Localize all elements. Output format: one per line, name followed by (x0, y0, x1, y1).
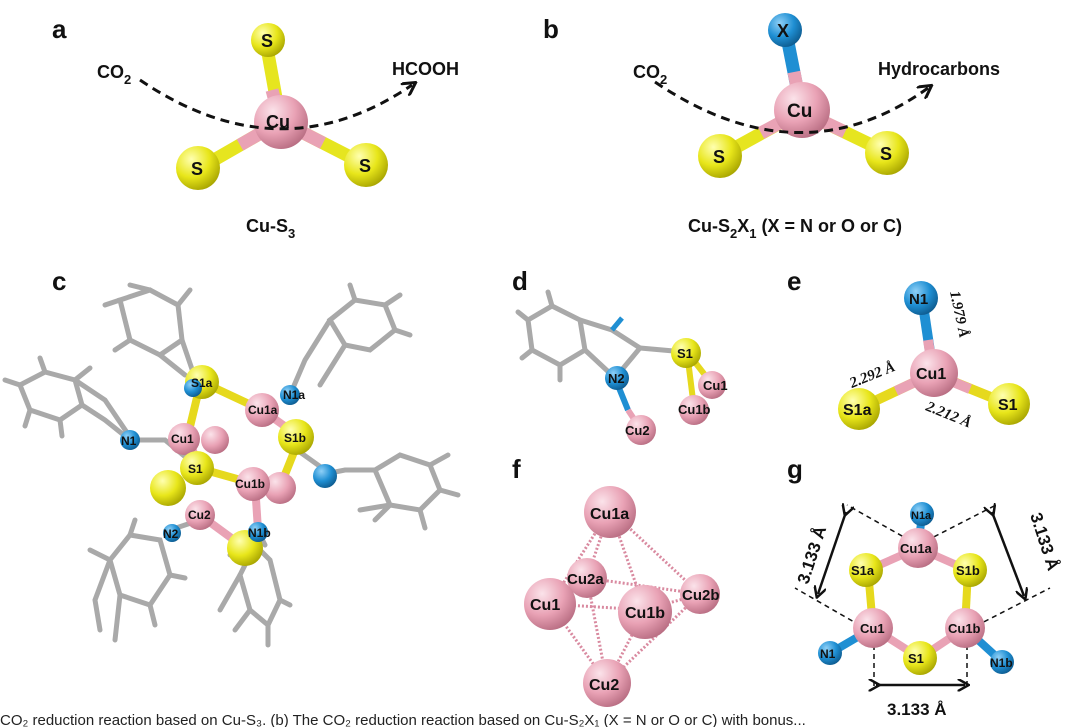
ligand-framework (2, 282, 461, 648)
panel-d: d S1 N2 Cu1 Cu1b Cu2 (512, 266, 728, 445)
atom-label: Cu2 (625, 423, 650, 438)
panel-label-a: a (52, 14, 67, 44)
atom-label: Cu2a (567, 571, 604, 588)
atom-label: N1b (990, 656, 1013, 670)
atom-label: N1b (248, 526, 271, 540)
atom-s-right (344, 143, 388, 187)
atom-s-right (865, 131, 909, 175)
panel-label-g: g (787, 454, 803, 484)
atom-label: X (777, 21, 789, 41)
cluster-core (120, 365, 337, 566)
atom-label: S (880, 144, 892, 164)
atom-label: Cu1 (530, 597, 560, 614)
atom-cu-center (774, 82, 830, 138)
atom-label: Cu1 (703, 378, 728, 393)
panel-c: c (2, 266, 461, 648)
atom-label: N1 (121, 434, 137, 448)
atom-label: S1a (191, 376, 213, 390)
atom-label: S1 (677, 346, 693, 361)
reactant-label: CO2 (97, 62, 131, 87)
bond-length: 1.979 Å (946, 290, 972, 340)
distance-label: 3.133 Å (887, 700, 947, 719)
atom-label: S1b (284, 431, 306, 445)
atom-label: N2 (608, 371, 625, 386)
atom-s-left (698, 134, 742, 178)
atom-x-top (768, 13, 802, 47)
atom-label: S1 (188, 462, 203, 476)
atom-label: S1a (851, 563, 875, 578)
atom-label: Cu1a (590, 506, 629, 523)
atom-label: S (713, 147, 725, 167)
atom-label: Cu (266, 112, 290, 132)
product-label: HCOOH (392, 59, 459, 79)
atom-s1 (988, 383, 1030, 425)
caption-fragment: CO₂ reduction reaction based on Cu-S₃. (… (0, 712, 806, 727)
reaction-arrow (654, 80, 928, 134)
atom-label: Cu (787, 101, 812, 122)
atom-label: N1 (909, 291, 928, 308)
atom-label: S (191, 159, 203, 179)
atom-cu-center (254, 95, 308, 149)
distance-label: 3.133 Å (1026, 510, 1062, 573)
atom-label: Cu2 (188, 508, 211, 522)
atom-label: N1 (820, 647, 836, 661)
bond-length: 2.212 Å (923, 398, 974, 431)
atom-s-top (251, 23, 285, 57)
atom-label: Cu1b (625, 605, 665, 622)
atom-label: Cu1b (948, 621, 981, 636)
atom-label: Cu1a (248, 403, 278, 417)
atom-label: S (359, 156, 371, 176)
formula-label: Cu-S3 (246, 216, 295, 241)
ligand-framework (515, 289, 688, 383)
panel-b: b X Cu S S CO2 Hydrocarbons Cu-S2X1 (X =… (543, 13, 1000, 241)
panel-e: e N1 Cu1 S1a S1 1.979 Å 2.292 Å 2.212 Å (787, 266, 1030, 432)
atom-n1 (904, 281, 938, 315)
measure-arrows (818, 512, 1024, 685)
formula-label: Cu-S2X1 (X = N or O or C) (688, 216, 902, 241)
reactant-label: CO2 (633, 62, 667, 87)
atom-label: Cu2 (589, 677, 619, 694)
atom-label: Cu1b (678, 402, 711, 417)
atom-label: S1 (908, 651, 924, 666)
atom-label: N1a (283, 388, 305, 402)
panel-label-f: f (512, 454, 521, 484)
panel-label-e: e (787, 266, 801, 296)
atom-label: Cu1a (900, 541, 933, 556)
atom-label: S1 (998, 397, 1018, 414)
atom-label: Cu1 (916, 366, 946, 383)
atom-label: N1a (911, 510, 932, 522)
panel-label-b: b (543, 14, 559, 44)
atom-label: N2 (163, 527, 179, 541)
atom-cu1 (910, 349, 958, 397)
panel-f: f Cu1a Cu2a Cu1 Cu1b Cu2b Cu2 (512, 454, 720, 707)
atom-label: Cu1b (235, 477, 265, 491)
panel-label-c: c (52, 266, 66, 296)
panel-a: a S Cu S S CO2 HCOOH Cu-S3 (52, 14, 459, 241)
panel-g: g N1a Cu1a (787, 454, 1063, 719)
atom-label: S (261, 31, 273, 51)
atom-label: S1b (956, 563, 980, 578)
atom-s1a (838, 388, 880, 430)
atom-label: Cu1 (171, 432, 194, 446)
product-label: Hydrocarbons (878, 59, 1000, 79)
atom-label: S1a (843, 402, 872, 419)
bond-length: 2.292 Å (847, 359, 898, 392)
panel-label-d: d (512, 266, 528, 296)
atom-label: Cu2b (682, 587, 720, 604)
atom-label: Cu1 (860, 621, 885, 636)
atom-s-left (176, 146, 220, 190)
